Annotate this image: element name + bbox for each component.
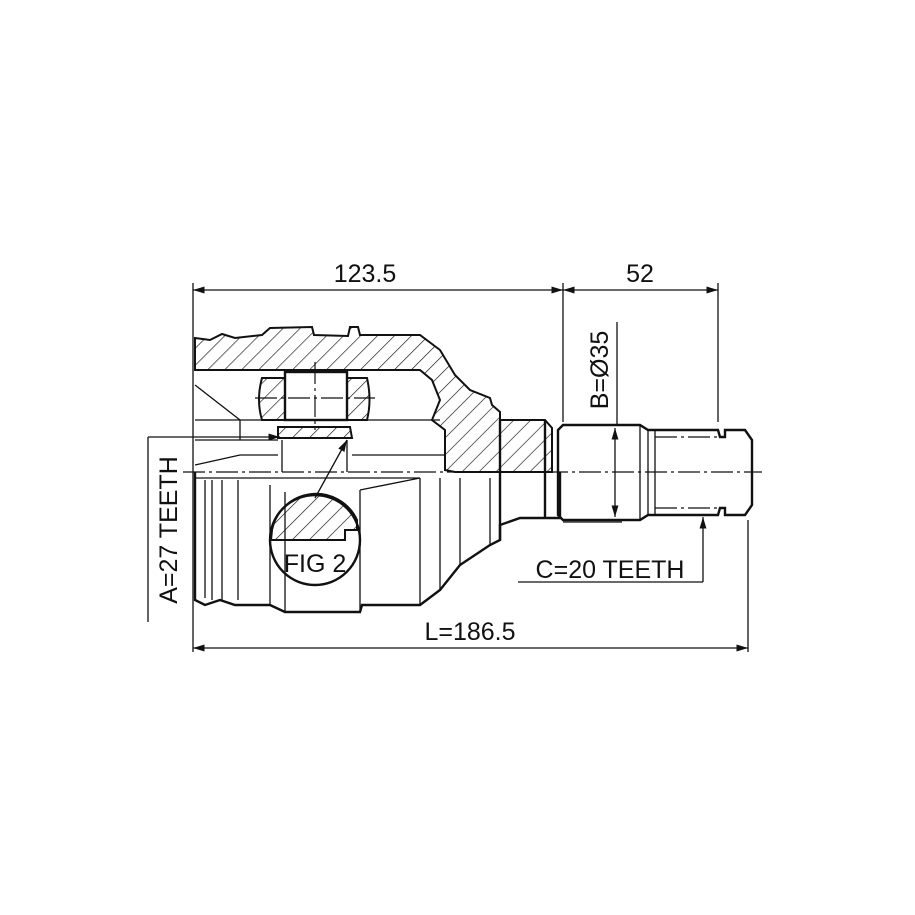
dim-c-teeth: C=20 TEETH	[536, 556, 685, 584]
dimension-lines	[147, 283, 749, 652]
shaft	[556, 423, 754, 522]
dim-123-5: 123.5	[334, 260, 397, 288]
dim-length: L=186.5	[424, 618, 515, 646]
housing-section	[194, 325, 553, 473]
roller-section-left	[258, 377, 286, 421]
dim-a-teeth: A=27 TEETH	[155, 456, 183, 604]
fig2-section	[269, 492, 358, 541]
housing-outline	[193, 472, 562, 614]
dim-b-diameter: B=Ø35	[586, 331, 614, 410]
fig2-label: FIG 2	[284, 550, 347, 578]
roller-pin	[283, 370, 349, 422]
dim-52: 52	[626, 260, 654, 288]
roller-section-right	[346, 377, 371, 421]
